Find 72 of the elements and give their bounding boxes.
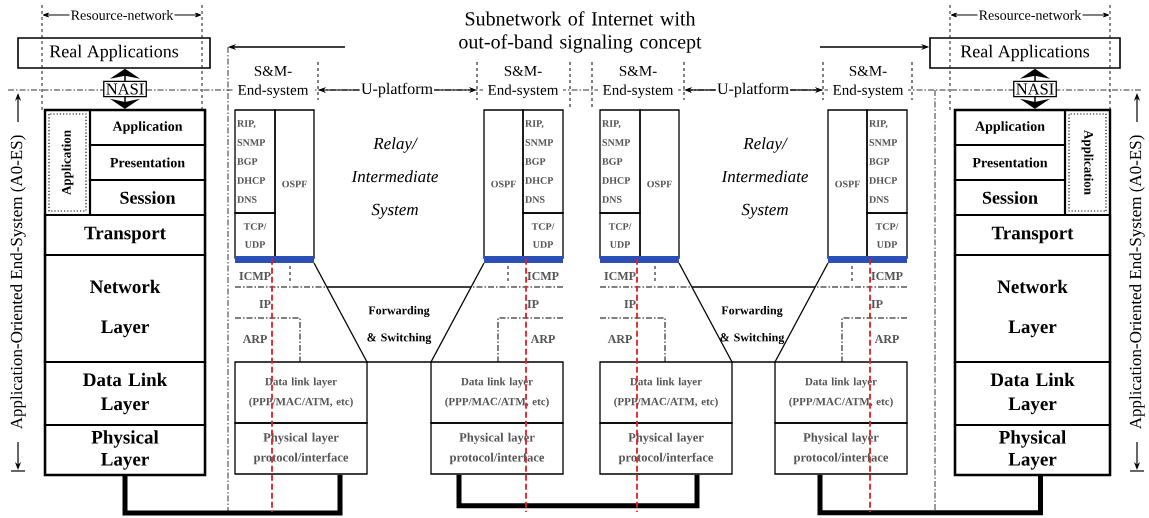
system-label: Relay/ Intermediate System	[351, 137, 439, 219]
protocol-box: Data link layer (PPP/MAC/ATM, etc)	[599, 361, 733, 424]
protocol-label: ICMP	[527, 271, 559, 280]
system-label: Relay/ Intermediate System	[721, 137, 809, 219]
range-label: Resource-network	[979, 10, 1082, 20]
protocol-box: RIP, SNMP BGP DHCP DNS	[522, 109, 564, 214]
side-label: Application-Oriented End-System (A0-ES)	[10, 135, 26, 430]
protocol-box: Physical layer protocol/interface	[234, 422, 368, 475]
layer-box: Transport	[953, 213, 1112, 257]
protocol-label: ICMP	[871, 271, 903, 280]
region-label: S&M- End-system	[233, 64, 313, 100]
layer-box: Session	[953, 178, 1067, 217]
protocol-label: IP	[259, 300, 271, 308]
protocol-box: Physical layer protocol/interface	[599, 422, 733, 475]
signal-path-line	[636, 257, 638, 513]
layer-box: Application	[1068, 113, 1107, 212]
region-label: S&M- End-system	[483, 64, 563, 100]
protocol-box: OSPF	[827, 109, 868, 259]
layer-box: Presentation	[88, 143, 207, 182]
protocol-box: Physical layer protocol/interface	[430, 422, 564, 475]
platform-label: U-platform	[360, 81, 434, 99]
protocol-box: OSPF	[274, 109, 315, 259]
interface-arrow	[109, 68, 141, 109]
layer-box: Application	[48, 113, 87, 212]
protocol-label: ICMP	[239, 271, 271, 280]
layer-box: Transport	[43, 213, 207, 257]
link-line	[122, 474, 343, 516]
protocol-box: OSPF	[639, 109, 680, 259]
function-label: Forwarding & Switching	[367, 306, 432, 344]
title: Subnetwork of Internet with out-of-band signaling concept	[459, 11, 702, 53]
protocol-label: ARP	[874, 335, 899, 343]
interface-arrow	[1019, 68, 1051, 109]
platform-label: U-platform	[716, 81, 790, 99]
signal-path-line	[525, 257, 527, 513]
protocol-label: ARP	[530, 335, 555, 343]
signal-path-line	[869, 257, 871, 513]
side-label: Application-Oriented End-System (A0-ES)	[1129, 135, 1145, 430]
range-label: Resource-network	[71, 10, 174, 20]
layer-box: Session	[88, 178, 207, 217]
protocol-box: RIP, SNMP BGP DHCP DNS	[599, 109, 641, 214]
link-line	[456, 474, 700, 509]
layer-box: Network Layer	[953, 253, 1112, 364]
edge-label: NASI	[103, 80, 147, 98]
protocol-box: Physical layer protocol/interface	[774, 422, 908, 475]
edge-label: NASI	[1013, 80, 1057, 98]
protocol-label: ARP	[242, 335, 267, 343]
protocol-label: IP	[871, 300, 883, 308]
region-label: S&M- End-system	[828, 64, 908, 100]
application-box: Real Applications	[17, 37, 211, 69]
protocol-label: ARP	[607, 335, 632, 343]
region-label: S&M- End-system	[598, 64, 678, 100]
layer-box: Data Link Layer	[953, 360, 1112, 427]
protocol-label: IP	[527, 300, 539, 308]
link-line	[817, 474, 1043, 516]
protocol-label: ICMP	[604, 271, 636, 280]
protocol-box: RIP, SNMP BGP DHCP DNS	[234, 109, 276, 214]
layer-box: Presentation	[953, 143, 1067, 182]
application-box: Real Applications	[929, 37, 1121, 69]
protocol-box: OSPF	[483, 109, 524, 259]
function-label: Forwarding & Switching	[720, 306, 785, 344]
signal-path-line	[271, 257, 273, 513]
layer-box: Physical Layer	[953, 423, 1112, 477]
protocol-box: Data link layer (PPP/MAC/ATM, etc)	[430, 361, 564, 424]
protocol-box: Data link layer (PPP/MAC/ATM, etc)	[234, 361, 368, 424]
layer-box: Data Link Layer	[43, 360, 207, 427]
layer-box: Physical Layer	[43, 423, 207, 477]
layer-box: Application	[953, 108, 1067, 147]
layer-box: Application	[88, 108, 207, 147]
protocol-box: RIP, SNMP BGP DHCP DNS	[866, 109, 908, 214]
layer-box: Network Layer	[43, 253, 207, 364]
protocol-box: Data link layer (PPP/MAC/ATM, etc)	[774, 361, 908, 424]
protocol-label: IP	[624, 300, 636, 308]
